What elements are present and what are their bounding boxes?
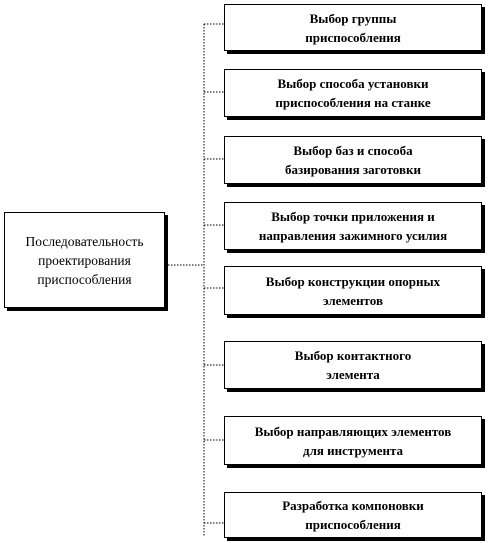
root-line-2: проектирования <box>38 252 131 268</box>
step-8-line-1: Разработка компоновки <box>282 498 424 513</box>
step-3-line-1: Выбор баз и способа <box>293 143 413 158</box>
step-node-4: Выбор точки приложения и направления заж… <box>224 202 482 250</box>
step-node-6: Выбор контактного элемента <box>224 341 482 389</box>
step-4-line-1: Выбор точки приложения и <box>271 209 435 224</box>
step-1-line-2: приспособления <box>305 29 401 45</box>
step-node-8: Разработка компоновки приспособления <box>224 492 482 538</box>
step-1-line-1: Выбор группы <box>309 10 397 26</box>
step-6-line-1: Выбор контактного <box>294 348 412 363</box>
root-line-3: приспособления <box>37 271 132 287</box>
step-2-line-1: Выбор способа установки <box>277 76 429 91</box>
step-node-3: Выбор баз и способа базирования заготовк… <box>224 136 482 184</box>
step-8-line-2: приспособления <box>305 517 401 532</box>
step-7-line-2: для инструмента <box>303 442 403 458</box>
step-node-1: Выбор группы приспособления <box>224 4 482 51</box>
step-7-line-1: Выбор направляющих элементов <box>254 423 452 439</box>
root-line-1: Последовательность <box>25 233 144 249</box>
step-3-line-2: базирования заготовки <box>285 162 421 177</box>
step-6-line-2: элемента <box>326 367 380 382</box>
step-4-line-2: направления зажимного усилия <box>258 228 448 243</box>
step-node-7: Выбор направляющих элементов для инструм… <box>224 416 482 465</box>
step-5-line-2: элементов <box>323 292 383 308</box>
step-5-line-1: Выбор конструкции опорных <box>265 273 441 289</box>
root-node: Последовательность проектирования приспо… <box>4 212 165 308</box>
step-node-2: Выбор способа установки приспособления н… <box>224 69 482 117</box>
step-2-line-2: приспособления на станке <box>275 95 431 110</box>
step-node-5: Выбор конструкции опорных элементов <box>224 266 482 315</box>
